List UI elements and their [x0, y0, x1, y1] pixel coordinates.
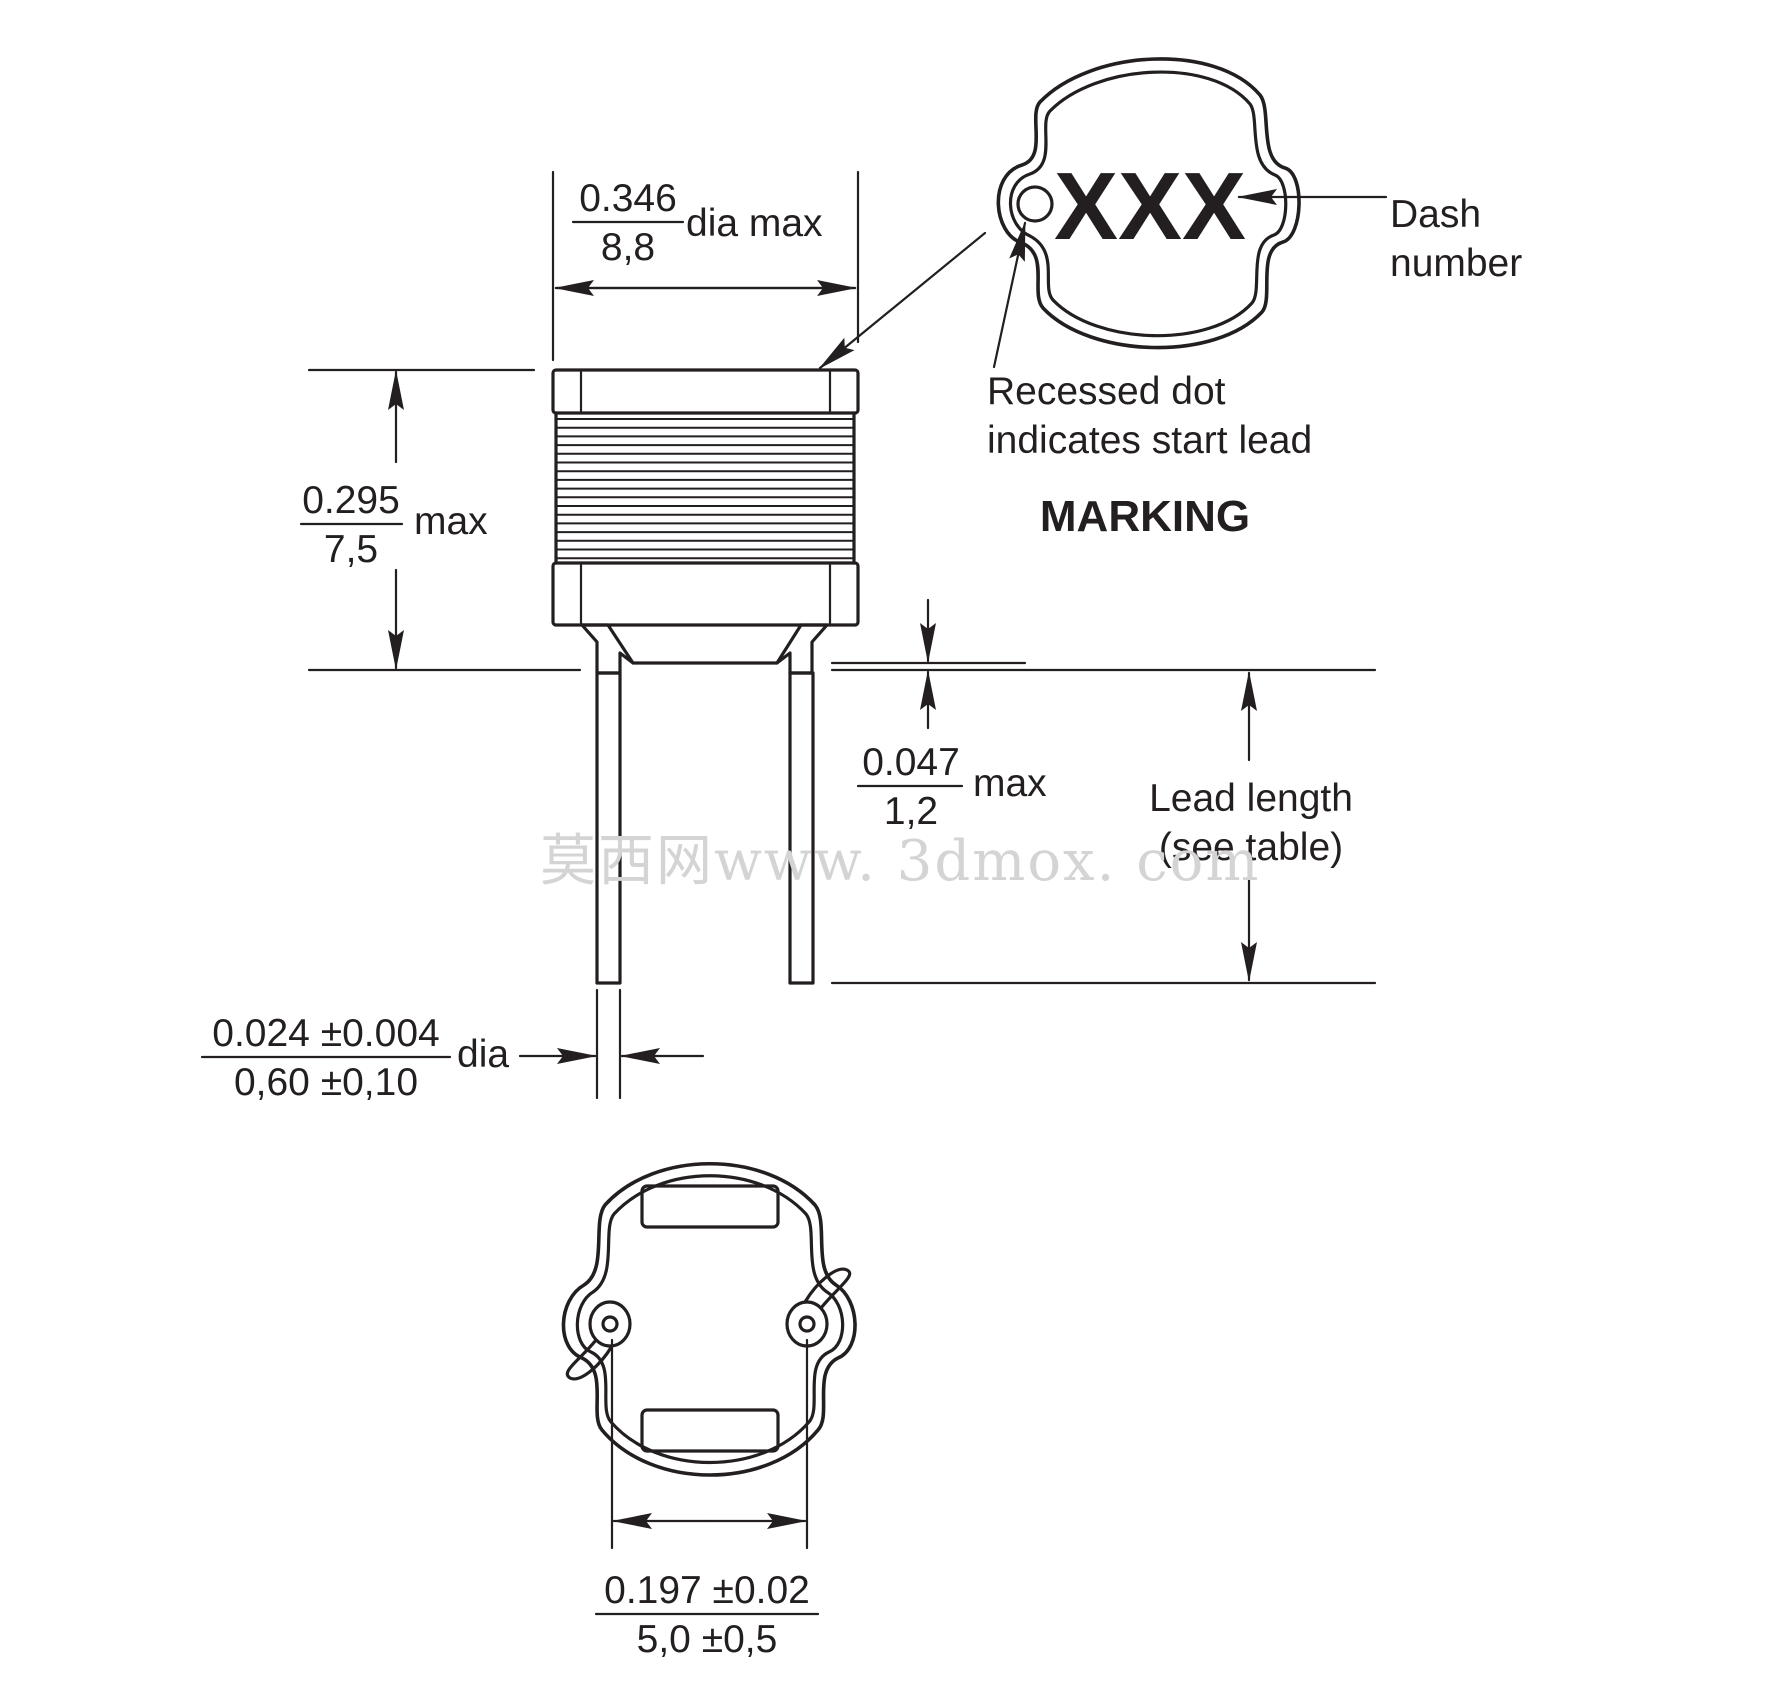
left-lead-loop	[565, 1300, 632, 1381]
standoff-suffix: max	[973, 762, 1047, 805]
bottom-pad	[640, 1408, 780, 1453]
lead-diameter-mm: 0,60 ±0,10	[234, 1061, 418, 1104]
height-suffix: max	[414, 500, 488, 543]
lead-diameter-inch: 0.024 ±0.004	[212, 1012, 439, 1055]
lead-spacing-dimension: 0.197 ±0.02 5,0 ±0,5	[594, 1338, 820, 1661]
lead-length-dimension: Lead length (see table)	[830, 671, 1377, 985]
dash-line1: Dash	[1390, 193, 1481, 236]
right-lead	[788, 671, 815, 985]
lead-length-line2: (see table)	[1159, 826, 1343, 869]
top-flange	[551, 368, 860, 415]
marking-code: XXX	[1054, 153, 1246, 260]
lead-diameter-suffix: dia	[457, 1033, 509, 1076]
top-pad	[640, 1184, 780, 1229]
standoff-mm: 1,2	[884, 790, 938, 833]
lead-spacing-mm: 5,0 ±0,5	[637, 1618, 778, 1661]
recessed-dot-icon	[1016, 185, 1054, 223]
bottom-flange	[551, 561, 860, 627]
watermark: 莫西网www. 3dmox. com	[540, 829, 1260, 894]
lead-length-line1: Lead length	[1149, 777, 1353, 820]
height-inch: 0.295	[302, 479, 400, 522]
diameter-dimension: 0.346 8,8 dia max	[551, 170, 860, 362]
diameter-inch: 0.346	[579, 177, 677, 220]
marking-outline-outer	[996, 57, 1301, 350]
diameter-mm: 8,8	[601, 226, 655, 269]
height-mm: 7,5	[324, 528, 378, 571]
bottom-outline-inner	[575, 1174, 845, 1465]
winding-body	[554, 411, 856, 565]
diameter-suffix: dia max	[686, 202, 823, 245]
dash-line2: number	[1390, 242, 1522, 285]
base	[580, 623, 829, 675]
height-dimension: 0.295 7,5 max	[299, 368, 582, 672]
standoff-dimension: 0.047 1,2 max	[830, 598, 1377, 833]
lead-spacing-inch: 0.197 ±0.02	[604, 1569, 810, 1612]
marking-outline-inner	[1008, 70, 1288, 338]
bottom-view	[561, 1162, 857, 1477]
bottom-outline-outer	[561, 1162, 857, 1477]
standoff-inch: 0.047	[862, 741, 960, 784]
marking-view: XXX Dash number Recessed dot indicates s…	[987, 57, 1522, 541]
lead-diameter-dimension: 0.024 ±0.004 0,60 ±0,10 dia	[200, 988, 705, 1104]
recessed-line1: Recessed dot	[987, 370, 1226, 413]
left-lead	[595, 671, 622, 985]
marking-title: MARKING	[1040, 492, 1250, 541]
recessed-line2: indicates start lead	[987, 419, 1312, 462]
inductor-side-view	[551, 368, 860, 985]
marking-pointer	[818, 231, 987, 370]
winding-lines	[555, 418, 855, 560]
